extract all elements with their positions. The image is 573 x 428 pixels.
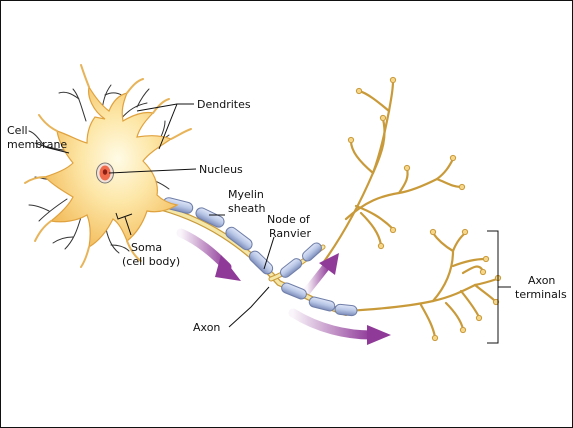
label-soma-line1: Soma bbox=[131, 241, 162, 254]
signal-arrow-bottom bbox=[293, 313, 391, 345]
axon-core bbox=[151, 205, 346, 313]
axon-terminal-bulbs-lower bbox=[430, 229, 500, 340]
label-axon-terminals-line1: Axon bbox=[528, 274, 555, 287]
label-nucleus: Nucleus bbox=[199, 163, 243, 176]
label-node-of-ranvier-line2: Ranvier bbox=[269, 227, 311, 240]
label-dendrites: Dendrites bbox=[197, 98, 251, 111]
label-axon-terminals-line2: terminals bbox=[515, 288, 567, 301]
axon-terminal-upper-branch bbox=[323, 81, 461, 263]
label-node-of-ranvier-line1: Node of bbox=[267, 213, 311, 226]
label-myelin-sheath-line2: sheath bbox=[228, 202, 266, 215]
label-soma-line2: (cell body) bbox=[122, 255, 180, 268]
axon-terminal-lower-branch bbox=[346, 233, 497, 337]
label-myelin-sheath-line1: Myelin bbox=[228, 188, 264, 201]
label-cell-membrane-line1: Cell bbox=[7, 124, 28, 137]
axon-terminal-bulbs-upper bbox=[348, 77, 464, 248]
label-axon: Axon bbox=[193, 321, 220, 334]
label-cell-membrane-line2: membrane bbox=[7, 138, 67, 151]
